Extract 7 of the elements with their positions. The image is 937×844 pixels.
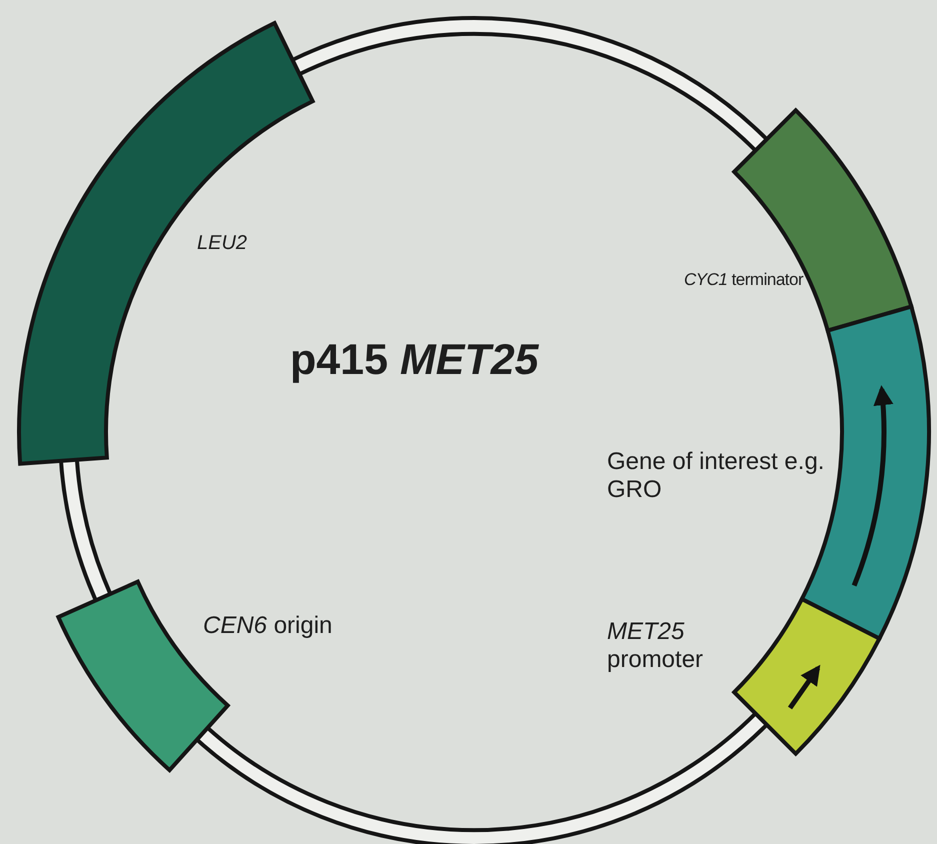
feature-label: LEU2 — [197, 232, 248, 255]
feature-label: CYC1 terminator — [684, 270, 804, 290]
feature-label: MET25 promoter — [607, 618, 704, 674]
feature-label: Gene of interest e.g. GRO — [607, 448, 826, 504]
plasmid-title: p415 MET25 — [290, 336, 540, 386]
feature-segment — [732, 597, 882, 756]
feature-label: CEN6 origin — [203, 612, 334, 640]
